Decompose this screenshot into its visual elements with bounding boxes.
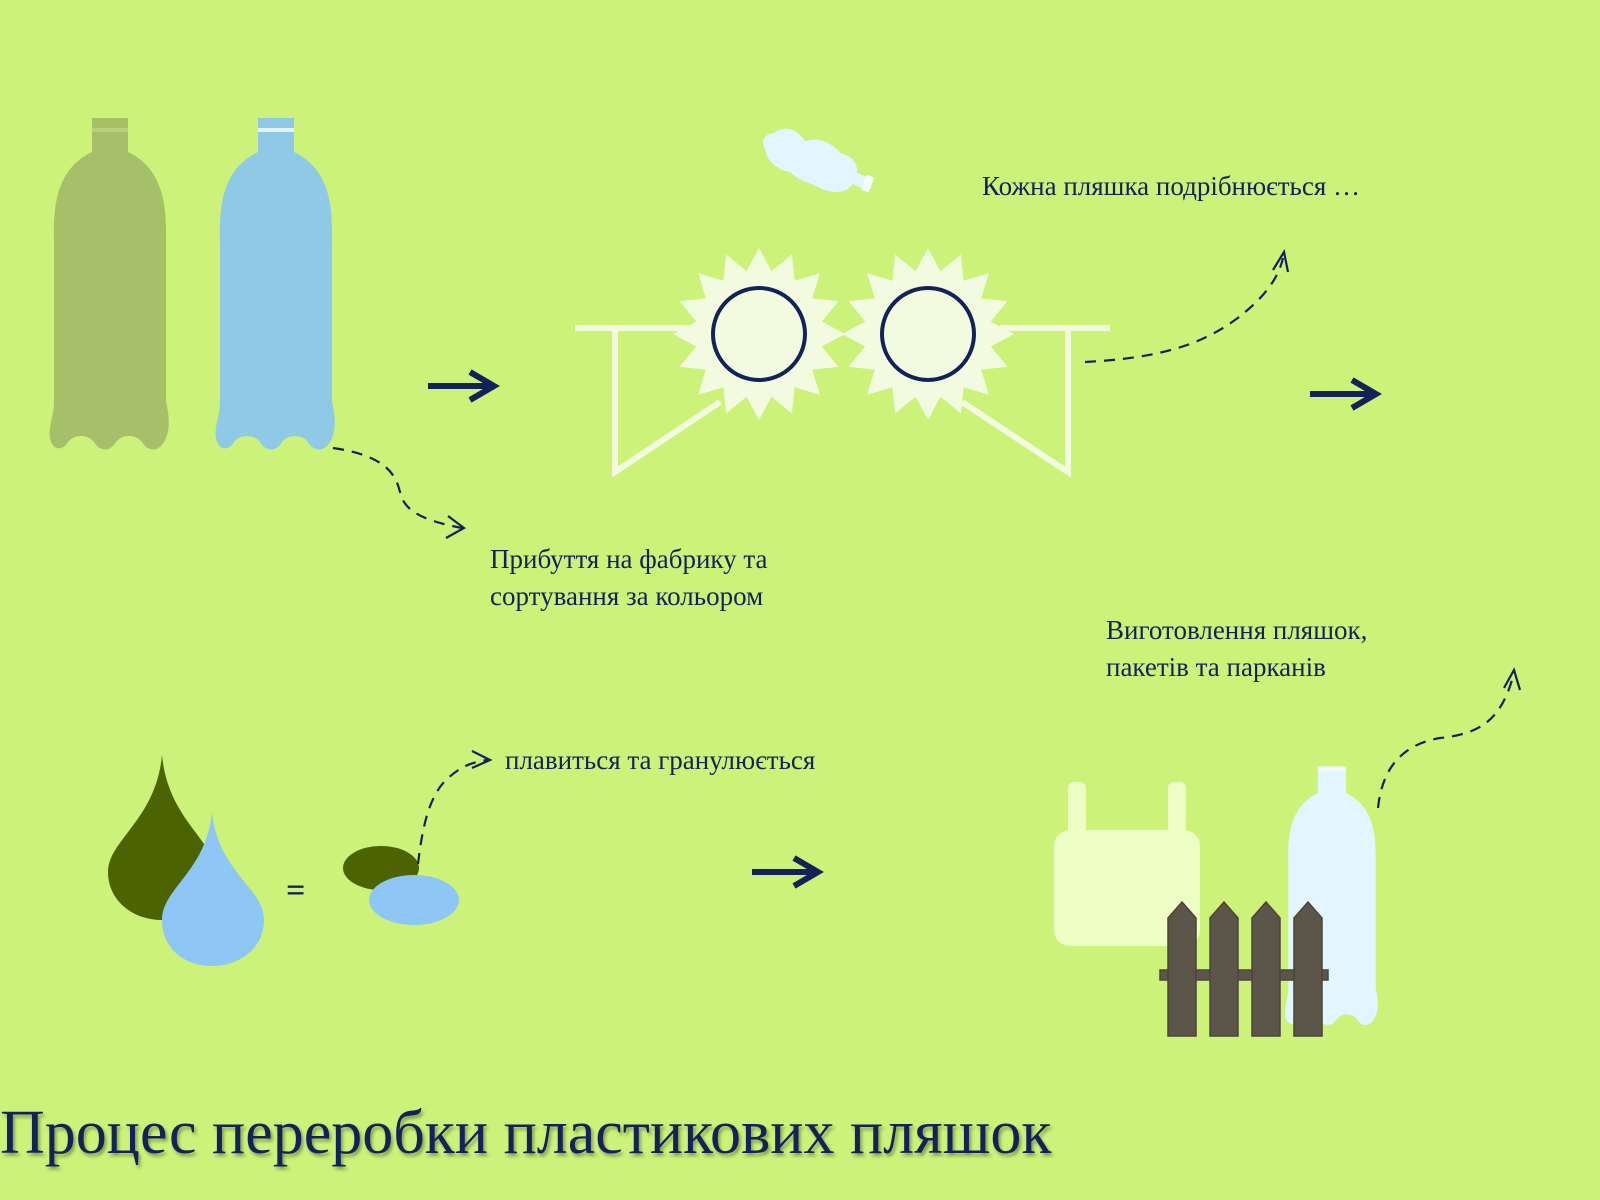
equals-sign: =	[286, 872, 306, 909]
arrow-right-icon	[1310, 377, 1382, 411]
products-label-line1: Виготовлення пляшок,	[1106, 615, 1368, 645]
arrival-label: Прибуття на фабрику та сортування за кол…	[490, 541, 768, 615]
blue-bottle-icon	[215, 118, 335, 450]
melt-drop-icon	[162, 812, 264, 966]
pellet-icon	[369, 875, 459, 925]
shredder-roller-left	[711, 286, 807, 382]
arrival-label-line1: Прибуття на фабрику та	[490, 544, 768, 574]
shredding-label: Кожна пляшка подрібнюється …	[982, 168, 1360, 205]
melting-label: плавиться та гранулюється	[505, 742, 815, 779]
dashed-connector-products	[1376, 679, 1514, 809]
shredding-label-text: Кожна пляшка подрібнюється …	[982, 171, 1361, 201]
dashed-connector-shredding	[1084, 257, 1285, 364]
shredder-machine	[575, 248, 1110, 478]
shredder-roller-right	[880, 286, 976, 382]
arrival-label-line2: сортування за кольором	[490, 581, 764, 611]
dashed-connector-arrival	[332, 446, 463, 530]
fence-icon	[1159, 900, 1329, 1037]
arrow-right-icon	[752, 855, 824, 889]
products-label: Виготовлення пляшок, пакетів та парканів	[1106, 612, 1367, 686]
dashed-arrowhead-arrival	[445, 515, 467, 539]
dashed-arrowhead-products	[1503, 667, 1522, 691]
green-bottle-icon	[49, 118, 169, 450]
dashed-connector-melting	[416, 758, 489, 865]
shredder-gear-icon	[842, 248, 1014, 420]
dashed-arrowhead-shredding	[1272, 249, 1290, 273]
products-label-line2: пакетів та парканів	[1106, 652, 1326, 682]
product-bottle-icon	[1284, 766, 1378, 1026]
arrow-right-icon	[428, 369, 500, 403]
dashed-arrowhead-melting	[471, 750, 493, 770]
melting-label-text: плавиться та гранулюється	[505, 745, 816, 775]
page-title: Процес переробки пластикових пляшок	[0, 1099, 1052, 1167]
shredder-gear-icon	[673, 248, 845, 420]
plastic-bag-icon	[1054, 782, 1200, 946]
crushed-bottle-icon	[762, 128, 875, 193]
